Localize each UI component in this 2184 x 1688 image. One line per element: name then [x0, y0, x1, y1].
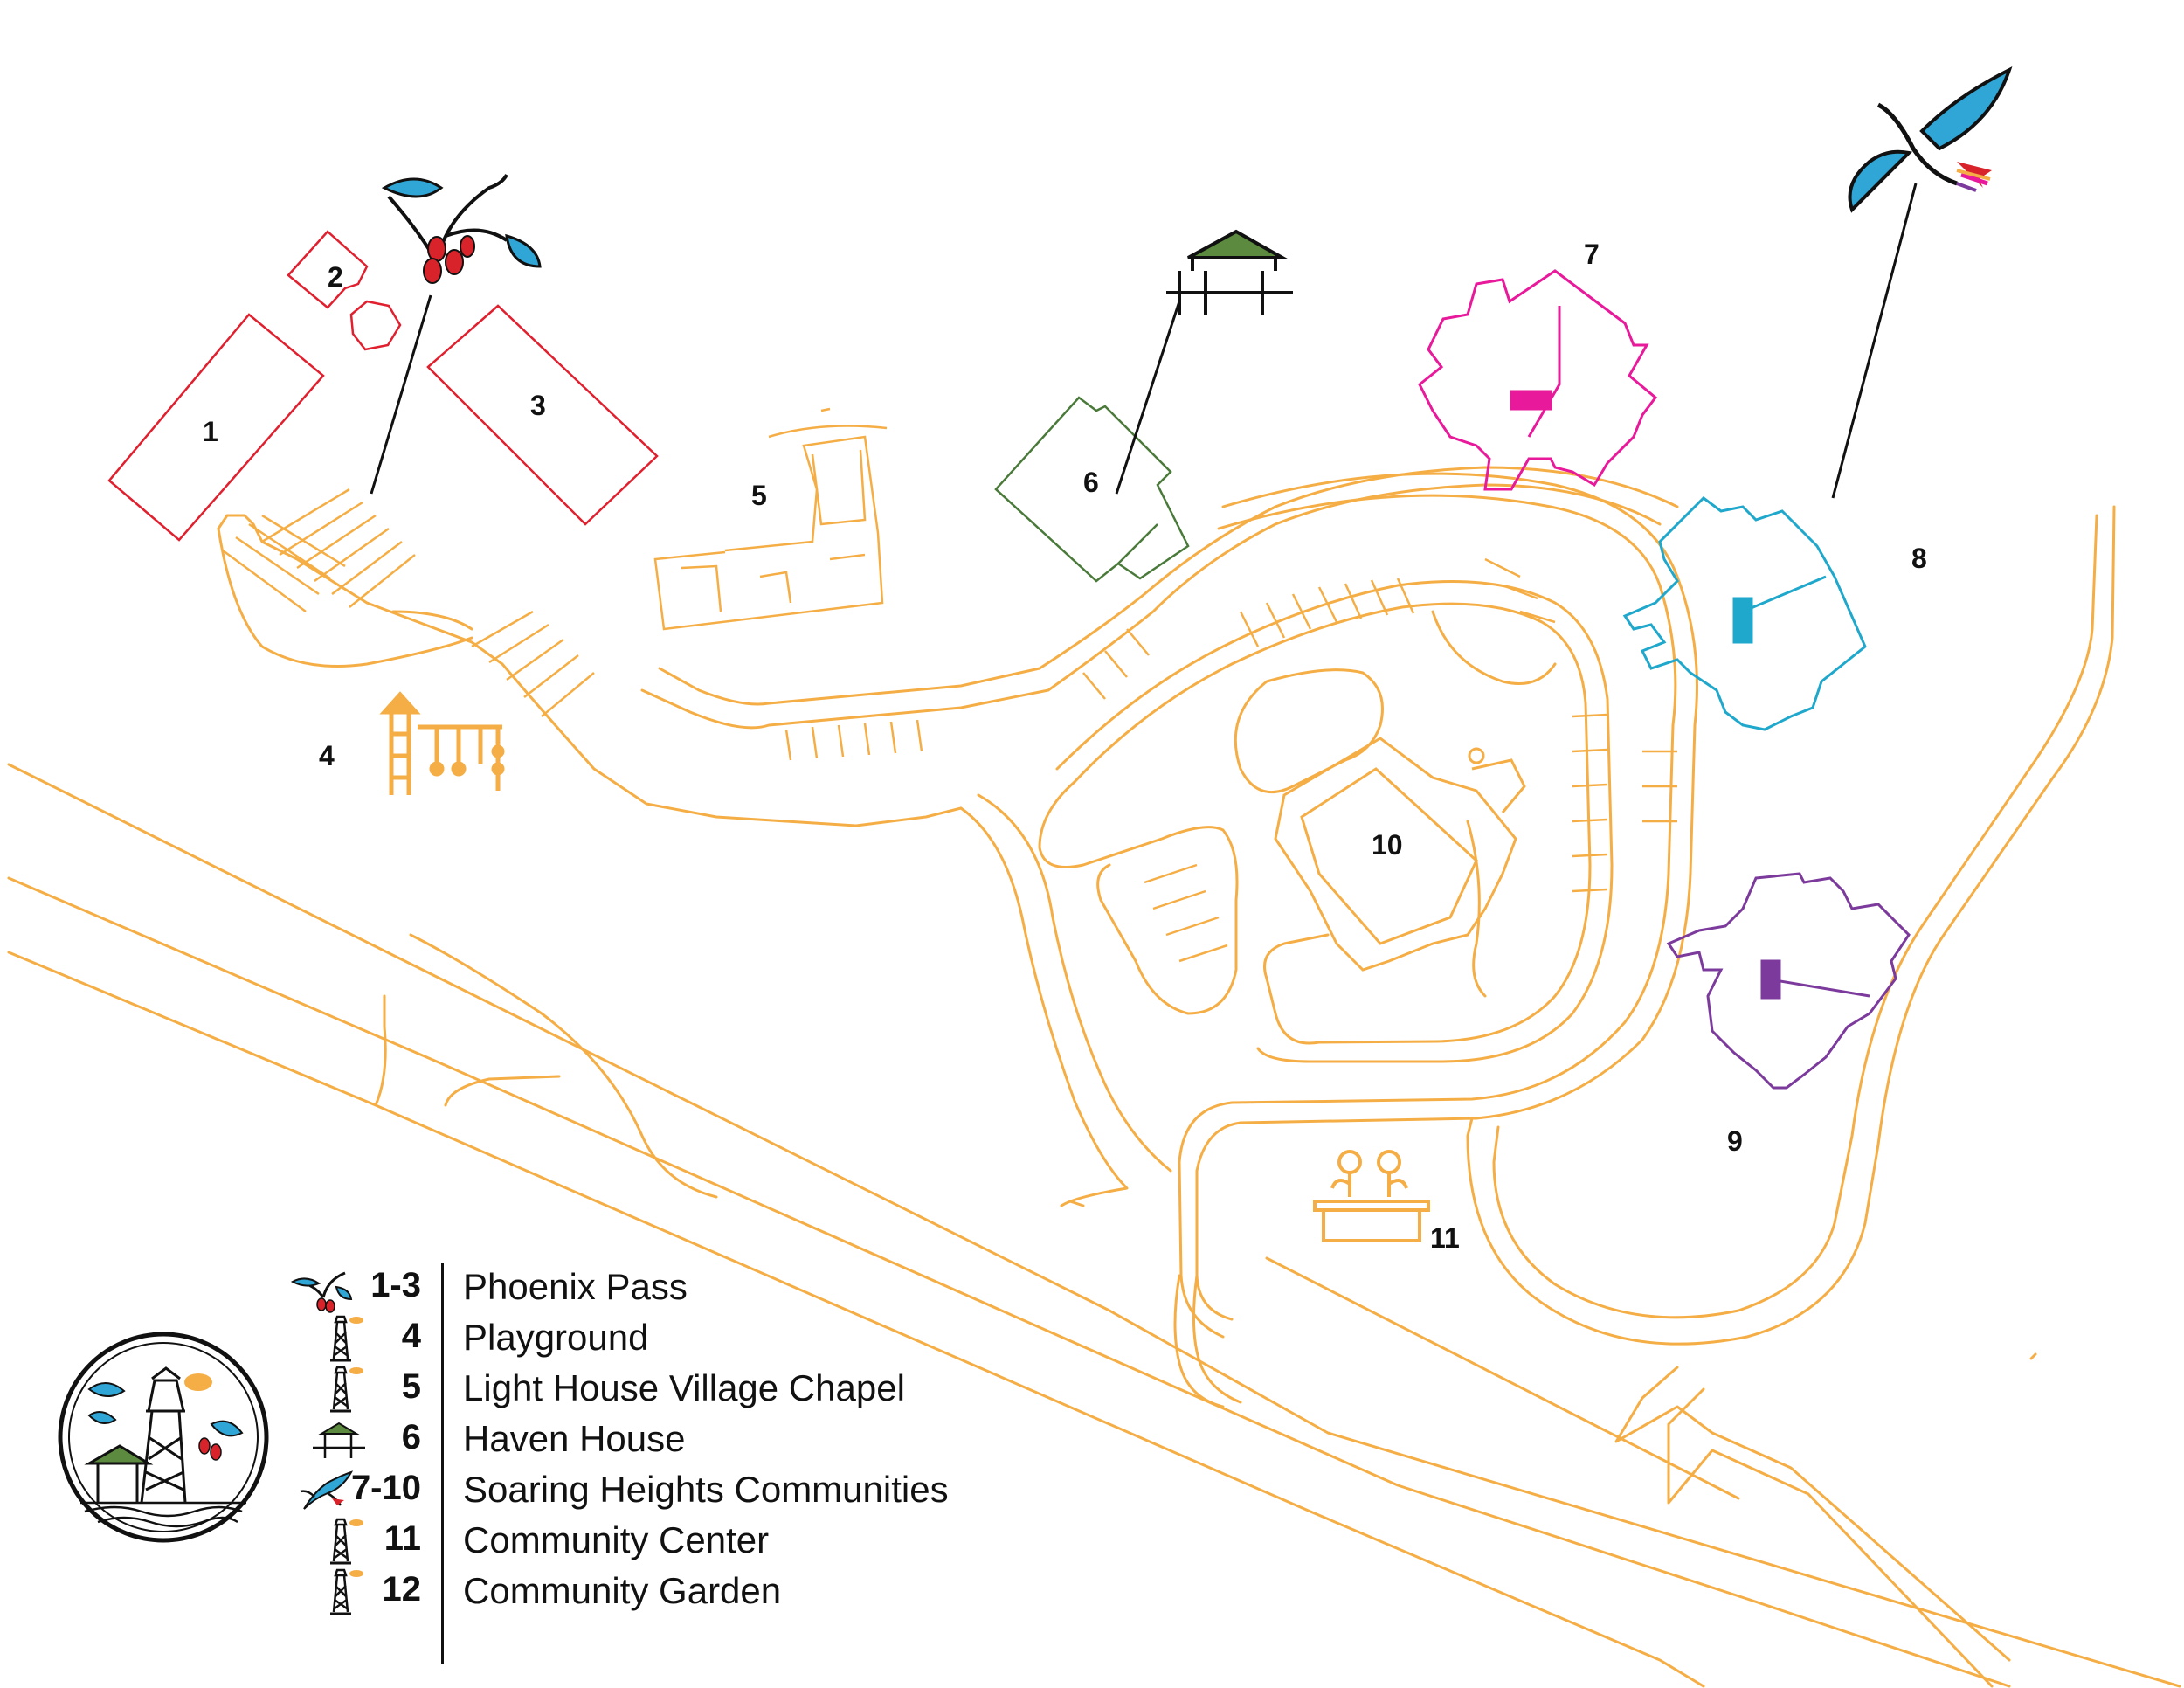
phoenix-plant-icon [370, 174, 542, 495]
legend-number: 6 [401, 1418, 421, 1456]
map-label-5: 5 [751, 480, 767, 511]
pavilion-icon [1115, 229, 1293, 495]
village-seal-logo [58, 1332, 269, 1543]
map-label-11: 11 [1430, 1222, 1460, 1254]
legend-name: Soaring Heights Communities [463, 1469, 949, 1510]
map-label-4: 4 [319, 740, 335, 771]
map-labels: 1 2 3 4 5 6 7 8 9 10 11 [203, 239, 1927, 1254]
map-label-10: 10 [1372, 829, 1403, 861]
map-label-6: 6 [1083, 467, 1099, 498]
planter-icon [1313, 1150, 1430, 1242]
legend-number: 7-10 [350, 1469, 421, 1507]
legend-name: Playground [463, 1317, 649, 1358]
legend-name: Haven House [463, 1418, 686, 1459]
building-8-footprint[interactable] [1622, 496, 1867, 731]
map-label-9: 9 [1727, 1125, 1743, 1157]
legend-number: 11 [384, 1519, 421, 1558]
legend-divider [441, 1263, 444, 1664]
legend-item-haven-house: 6 Haven House [288, 1415, 1162, 1465]
legend-item-community-center: 11 Community Center [288, 1516, 1162, 1567]
legend-number: 12 [382, 1570, 422, 1608]
building-7-footprint[interactable] [1418, 269, 1658, 491]
bird-icon [300, 1470, 354, 1510]
map-label-1: 1 [203, 416, 218, 447]
legend-item-playground: 4 Playground [288, 1313, 1162, 1364]
playground-icon [379, 691, 505, 795]
legend-name: Light House Village Chapel [463, 1367, 905, 1408]
building-2-footprint[interactable] [287, 230, 402, 351]
map-legend: 1-3 Phoenix Pass 4 Playground 5 Light Ho… [288, 1263, 1162, 1664]
legend-name: Community Center [463, 1519, 770, 1560]
legend-name: Community Garden [463, 1570, 782, 1611]
legend-item-community-garden: 12 Community Garden [288, 1567, 1162, 1617]
pavilion-icon [313, 1422, 365, 1458]
map-label-3: 3 [530, 390, 546, 421]
building-10-footprint[interactable] [1274, 737, 1526, 972]
map-label-2: 2 [328, 261, 343, 293]
legend-number: 4 [401, 1317, 421, 1355]
building-6-haven-house[interactable] [994, 396, 1190, 583]
building-5-chapel[interactable] [653, 407, 888, 631]
parking-lots [222, 488, 1677, 963]
legend-item-chapel: 5 Light House Village Chapel [288, 1364, 1162, 1415]
legend-number: 5 [401, 1367, 421, 1406]
map-label-8: 8 [1911, 543, 1927, 574]
phoenix-plant-icon [290, 1271, 353, 1313]
building-3-footprint[interactable] [426, 304, 659, 526]
map-label-7: 7 [1584, 239, 1600, 270]
legend-item-phoenix-pass: 1-3 Phoenix Pass [288, 1263, 1162, 1313]
building-9-footprint[interactable] [1666, 872, 1911, 1090]
legend-number: 1-3 [370, 1266, 421, 1304]
bird-icon [1831, 66, 2013, 499]
legend-name: Phoenix Pass [463, 1266, 688, 1307]
legend-item-soaring-heights: 7-10 Soaring Heights Communities [288, 1465, 1162, 1516]
building-1-footprint[interactable] [107, 313, 325, 542]
